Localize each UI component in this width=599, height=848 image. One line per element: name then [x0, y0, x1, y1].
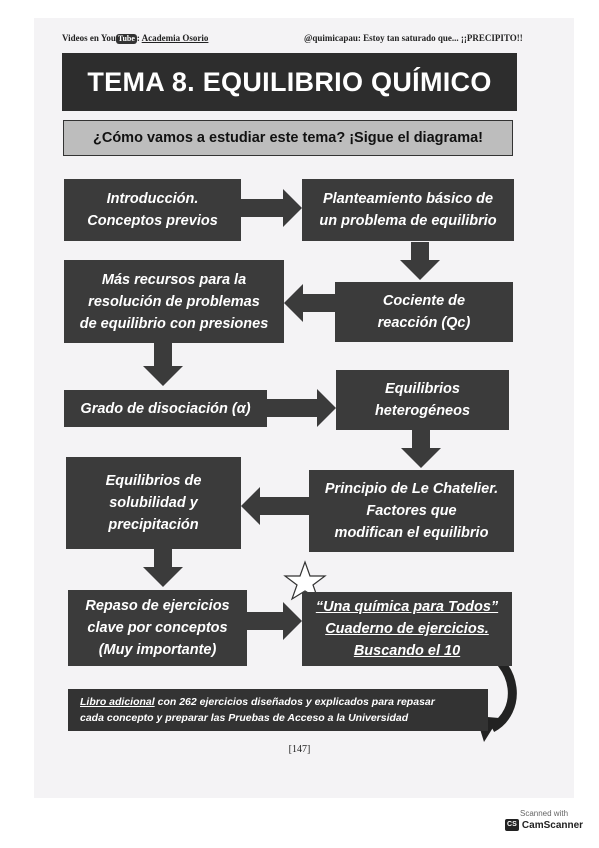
box-line: Más recursos para la	[101, 271, 247, 288]
box-line: Introducción.	[106, 191, 199, 207]
box-line: clave por conceptos	[87, 620, 228, 636]
arrow-down-4	[143, 549, 183, 587]
box-line: Factores que	[366, 503, 457, 519]
box-recursos-presiones: Más recursos para la resolución de probl…	[64, 260, 284, 343]
arrow-left-1	[284, 284, 335, 322]
box-line: resolución de problemas	[88, 293, 260, 310]
star-icon	[283, 560, 327, 601]
box-line: heterogéneos	[374, 403, 471, 419]
footer-note: Libro adicional con 262 ejercicios diseñ…	[68, 689, 488, 731]
box-line: Conceptos previos	[87, 213, 218, 229]
arrow-down-3	[401, 430, 441, 468]
box-line: Cuaderno de ejercicios.	[325, 621, 489, 637]
box-line: Equilibrios	[385, 381, 460, 397]
box-line: (Muy importante)	[98, 642, 217, 658]
box-line: de equilibrio con presiones	[79, 315, 269, 332]
footer-line-2: cada concepto y preparar las Pruebas de …	[80, 712, 409, 724]
box-line: solubilidad y	[109, 495, 198, 511]
box-line: Planteamiento básico de	[322, 191, 494, 207]
box-line: reacción (Qc)	[377, 315, 471, 331]
box-line: “Una química para Todos”	[315, 599, 499, 615]
header-left-prefix: Videos en You	[62, 33, 116, 43]
box-repaso-ejercicios: Repaso de ejercicios clave por conceptos…	[68, 590, 247, 666]
box-line: Principio de Le Chatelier.	[324, 481, 499, 497]
header-left-separator: :	[136, 33, 142, 43]
arrow-left-2	[241, 487, 309, 525]
camscanner-watermark: Scanned with CS CamScanner	[500, 809, 588, 831]
box-le-chatelier: Principio de Le Chatelier. Factores que …	[309, 470, 514, 552]
box-line: Equilibrios de	[105, 473, 202, 489]
box-cociente-reaccion: Cociente de reacción (Qc)	[335, 282, 513, 342]
box-equilibrios-heterogeneos: Equilibrios heterogéneos	[336, 370, 509, 430]
scanner-brand: CS CamScanner	[500, 819, 588, 831]
arrow-down-1	[400, 242, 440, 280]
page-number: [147]	[288, 744, 311, 755]
box-cuaderno-ejercicios: “Una química para Todos” Cuaderno de eje…	[302, 592, 512, 666]
arrow-right-1	[241, 189, 302, 227]
box-line: un problema de equilibrio	[319, 213, 497, 229]
box-introduccion: Introducción. Conceptos previos	[64, 179, 241, 241]
academia-osorio-link[interactable]: Academia Osorio	[141, 33, 209, 43]
footer-lead: Libro adicional	[80, 696, 155, 708]
box-line: Grado de disociación (α)	[80, 400, 251, 417]
footer-line-1-rest: con 262 ejercicios diseñados y explicado…	[154, 696, 435, 708]
box-solubilidad: Equilibrios de solubilidad y precipitaci…	[66, 457, 241, 549]
header-right: @quimicapau: Estoy tan saturado que... ¡…	[304, 33, 523, 43]
camscanner-logo-icon: CS	[504, 819, 519, 831]
box-line: Repaso de ejercicios	[85, 598, 230, 614]
box-grado-disociacion: Grado de disociación (α)	[64, 390, 267, 427]
scanner-caption: Scanned with	[519, 809, 569, 818]
box-line: Buscando el 10	[353, 643, 461, 659]
box-planteamiento: Planteamiento básico de un problema de e…	[302, 179, 514, 241]
page-title: TEMA 8. EQUILIBRIO QUÍMICO	[62, 53, 517, 111]
box-line: modifican el equilibrio	[334, 525, 489, 541]
box-line: Cociente de	[382, 293, 466, 309]
scanner-brand-name: CamScanner	[521, 819, 584, 831]
box-line: precipitación	[108, 517, 199, 533]
arrow-down-2	[143, 343, 183, 386]
youtube-badge: Tube	[115, 34, 137, 44]
diagram-subtitle: ¿Cómo vamos a estudiar este tema? ¡Sigue…	[63, 120, 513, 156]
arrow-right-2	[267, 389, 336, 427]
arrow-right-3	[247, 602, 302, 640]
footer-line-1: Libro adicional con 262 ejercicios diseñ…	[80, 694, 488, 710]
